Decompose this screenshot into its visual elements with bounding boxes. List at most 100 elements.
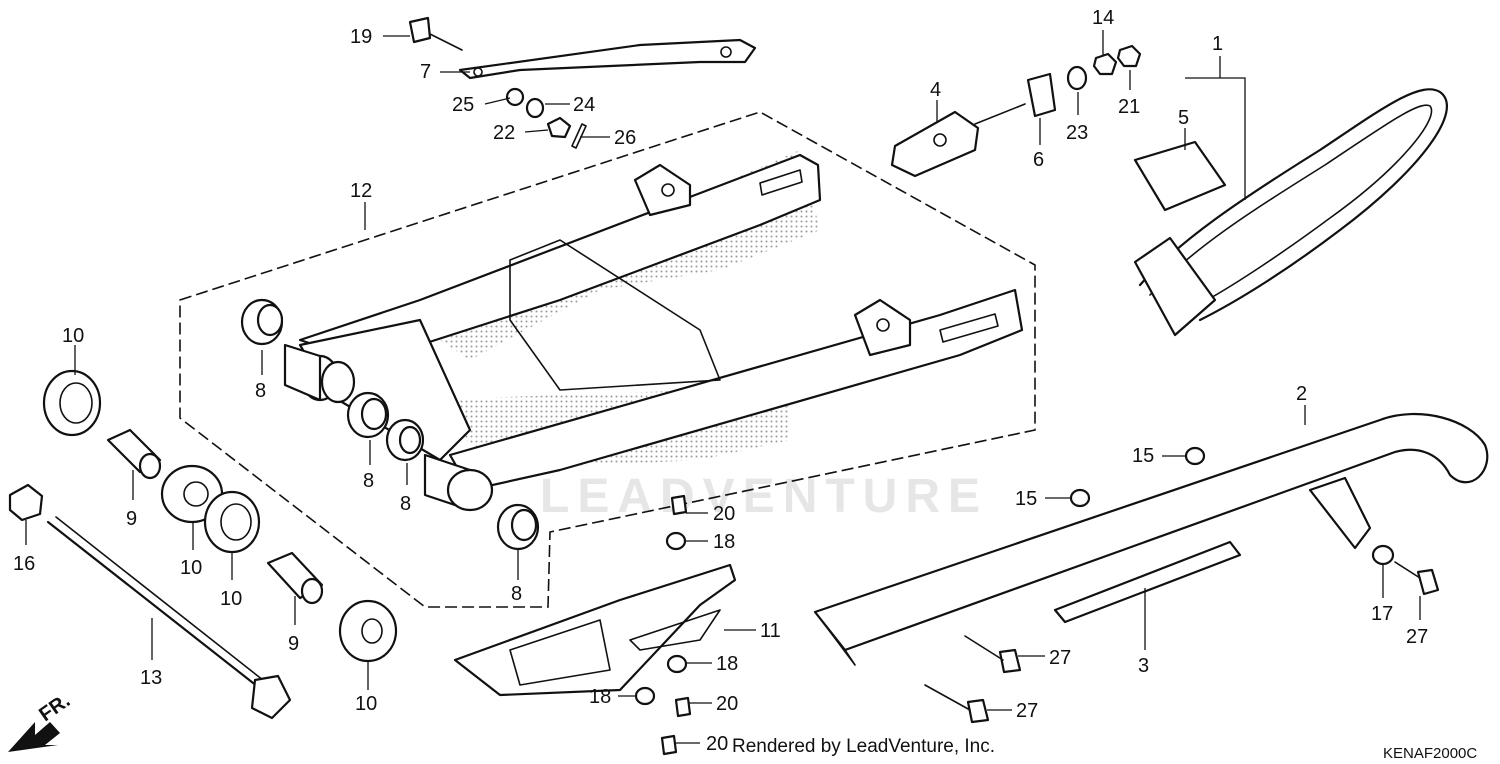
shock-bracket-hole-right [876,318,890,332]
callout-27-a: 27 [1406,626,1428,648]
pivot-tube-left-body [283,343,322,402]
guide-screw-b [674,696,692,718]
arm-washer-a [505,87,525,107]
adjuster-washer [1066,65,1088,91]
drive-chain [1133,88,1448,337]
pivot-bolt-head [250,674,292,720]
callout-3: 3 [1138,655,1149,677]
drive-chain-loop-inner [1149,104,1433,306]
adjuster-nut-b [1116,44,1142,68]
chain-case-bracket [1308,476,1372,550]
pivot-bolt-shaft [46,520,264,692]
case-bolt-b-head [998,648,1022,674]
callout-16: 16 [13,553,35,575]
front-indicator-label: FR. [35,690,74,727]
callout-8-a: 8 [255,380,266,402]
arm-bolt-head [408,16,432,44]
bearing-a-race [59,382,93,424]
chain-adjuster-bolt [974,103,1026,125]
chain-slider [1053,540,1242,624]
callout-21: 21 [1118,96,1140,118]
chain-guide-slider [629,609,721,651]
callout-9-a: 9 [126,508,137,530]
dust-seal-b-bore [361,618,383,644]
callout-1: 1 [1212,33,1223,55]
pivot-tube-right-end [446,468,494,512]
callout-13: 13 [140,667,162,689]
case-nut-a [1069,488,1091,508]
case-bolt-a-head [1416,568,1440,596]
pivot-bushing-b-bore [360,397,388,431]
callout-11: 11 [760,620,781,642]
shock-bracket-hole-left [661,183,675,197]
chain-adjuster-hole [933,133,947,147]
rendered-by-credit: Rendered by LeadVenture, Inc. [732,736,995,757]
callout-8-c: 8 [400,493,411,515]
guide-nut-a [665,531,687,551]
case-bolt-c-head [966,698,990,724]
callout-22: 22 [493,122,515,144]
drive-chain-links [1133,236,1217,337]
callout-6: 6 [1033,149,1044,171]
case-nut-b [1184,446,1206,466]
drive-chain-loop-outer [1138,88,1448,322]
callout-26: 26 [614,127,636,149]
callout-14: 14 [1092,7,1114,29]
swingarm-chain-plate [509,239,721,391]
pivot-tube-left-end [320,360,356,404]
callout-10-d: 10 [355,693,377,715]
callout-10-a: 10 [62,325,84,347]
callout-12: 12 [350,180,372,202]
case-washer [1371,544,1395,566]
adjuster-nut-a [1092,52,1118,76]
case-bolt-a-shaft [1394,561,1421,579]
callout-2: 2 [1296,383,1307,405]
swingarm-assembly-boundary [179,111,1036,608]
arm-washer-b [525,97,545,119]
bearing-b-race [220,503,252,541]
callout-10-c: 10 [220,588,242,610]
case-bolt-b-shaft [964,635,1004,661]
pivot-bushing-d-bore [510,508,538,542]
front-indicator: FR. [8,690,74,752]
callout-10-b: 10 [180,557,202,579]
guide-screw-a [670,494,688,516]
callout-9-b: 9 [288,633,299,655]
collar-a-end [138,452,162,480]
torque-arm [458,38,757,80]
arm-nut [546,116,572,139]
diagram-code: KENAF2000C [1383,745,1477,762]
pivot-bolt-shaft-edge [55,516,269,685]
shock-bracket-right [853,298,912,357]
front-arrow-icon [8,722,60,752]
callout-5: 5 [1178,107,1189,129]
chain-guide [453,563,737,697]
callout-18-b: 18 [716,653,738,675]
callout-24: 24 [573,94,595,116]
callout-20-c: 20 [706,733,728,755]
callouts: 1 2 3 4 5 6 7 8 8 8 8 9 9 10 10 10 10 11… [13,7,1428,755]
callout-18-a: 18 [713,531,735,553]
callout-17: 17 [1371,603,1393,625]
callout-25: 25 [452,94,474,116]
chain-case-edge [814,611,856,666]
guide-nut-c [634,686,656,706]
leader-lines [25,30,1421,744]
chain-case [813,412,1489,652]
chain-joint [1133,140,1227,212]
callout-18-c: 18 [589,686,611,708]
callout-15-b: 15 [1015,488,1037,510]
callout-8-b: 8 [363,470,374,492]
callout-8-d: 8 [511,583,522,605]
dust-seal-a-bore [183,481,209,507]
callout-4: 4 [930,79,941,101]
collar-b-end [300,577,324,605]
callout-23: 23 [1066,122,1088,144]
callout-27-b: 27 [1049,647,1071,669]
dust-seal-b [338,599,398,663]
torque-arm-hole-front [473,67,483,77]
swingarm-left-axle-slot [759,169,803,196]
chain-guide-window [509,619,611,686]
